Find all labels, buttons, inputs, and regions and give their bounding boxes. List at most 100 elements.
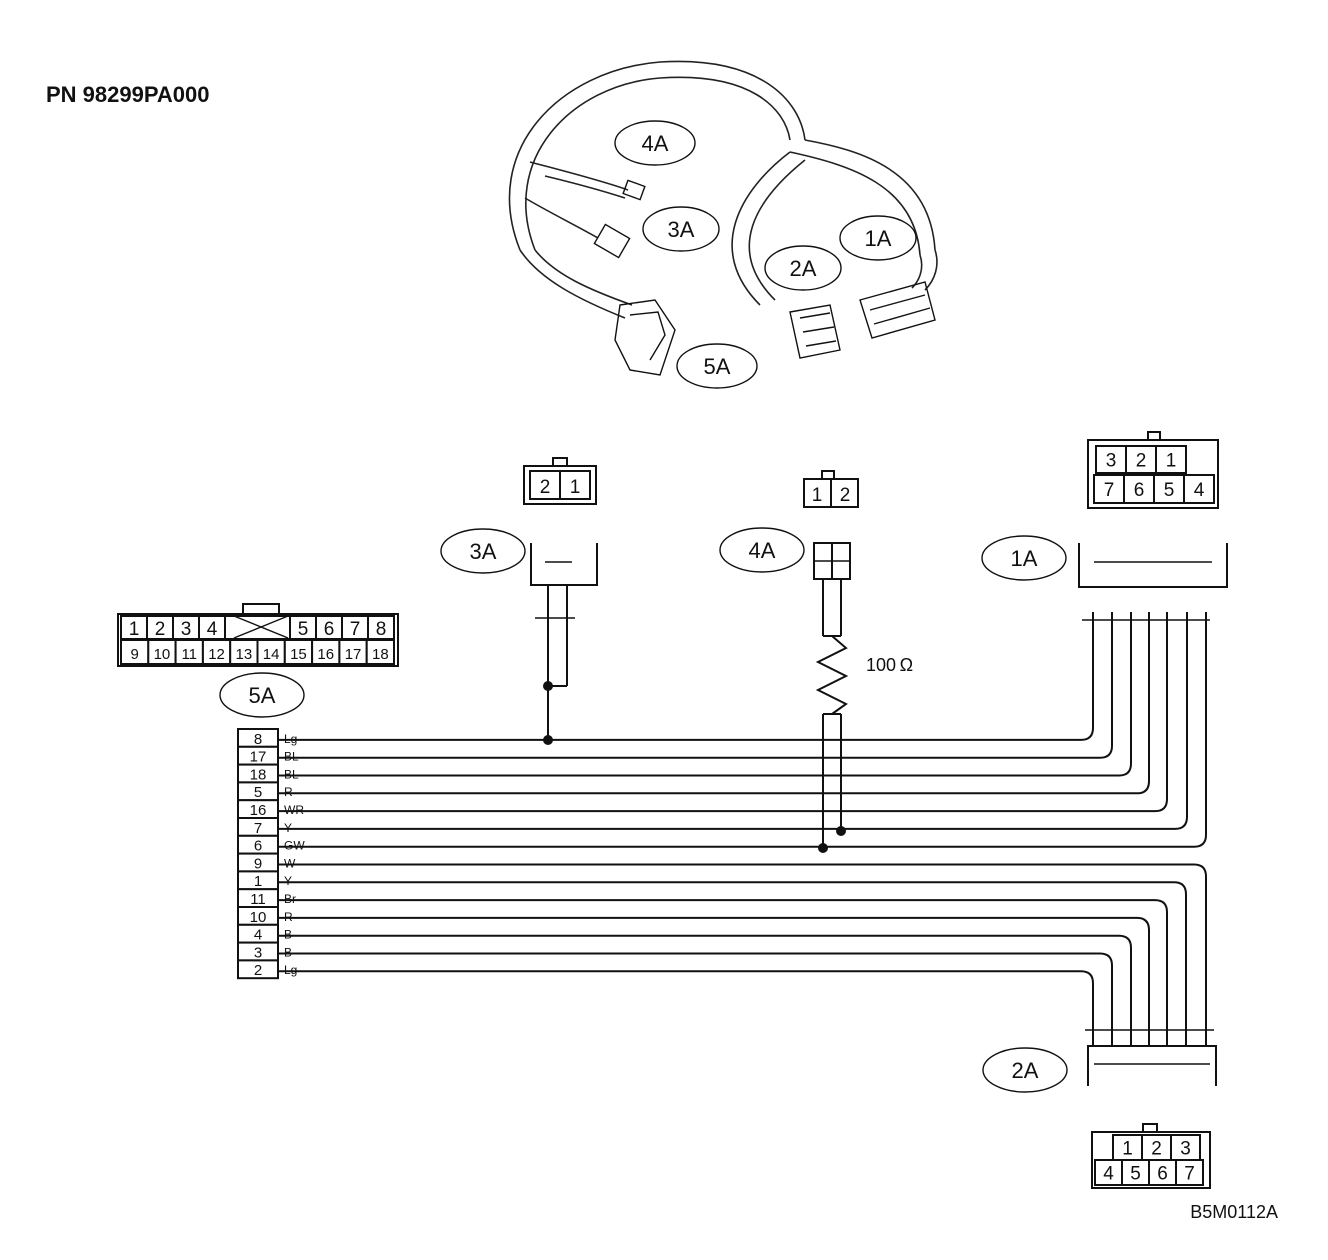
- connector-5a-pin: 9: [130, 646, 138, 663]
- connector-5a-column-pin: 16: [250, 802, 267, 819]
- connector-5a-pin: 6: [324, 619, 335, 640]
- wire-bundle: [278, 612, 1207, 1046]
- schematic-label-1a: 1A: [1011, 546, 1038, 571]
- wire-code: R: [284, 910, 293, 924]
- connector-2a-schematic: [1085, 1029, 1217, 1086]
- wire-code: R: [284, 785, 293, 799]
- connector-5a-pin: 1: [129, 619, 140, 640]
- schematic-label-3a: 3A: [470, 539, 497, 564]
- connector-1a-cell: [1125, 445, 1157, 474]
- connector-4a-pin: 2: [840, 485, 851, 506]
- connector-5a-column-pin: 6: [254, 838, 262, 855]
- connector-1a-cell: [1095, 445, 1127, 474]
- connector-5a-pin: 15: [290, 646, 307, 663]
- connector-5a-pin: 5: [298, 619, 309, 640]
- connector-1a-pin: 6: [1134, 480, 1145, 501]
- connector-2a-pin: 1: [1122, 1139, 1133, 1160]
- connector-5a-column-pin: 9: [254, 855, 262, 872]
- connector-5a-cell: [256, 639, 286, 665]
- connector-5a-column-pin: 17: [250, 749, 267, 766]
- connector-5a-pin: 7: [350, 619, 361, 640]
- connector-5a-pin: 17: [345, 646, 362, 663]
- connector-1a-pin: 2: [1136, 451, 1147, 472]
- connector-5a-column-pin: 1: [254, 873, 262, 890]
- resistor-symbol: [815, 635, 849, 715]
- wire-code: BL: [284, 767, 299, 781]
- connector-5a-pin: 2: [155, 619, 166, 640]
- harness-label-3a: 3A: [668, 217, 695, 242]
- connector-1a-cell: [1155, 445, 1187, 474]
- harness-label-4a: 4A: [642, 131, 669, 156]
- connector-5a-pin: 4: [207, 619, 218, 640]
- connector-4a-pin: 1: [812, 485, 823, 506]
- connector-5a-column-pin: 7: [254, 820, 262, 837]
- wire: [278, 612, 1150, 795]
- connector-5a-pin: 11: [181, 646, 197, 663]
- connector-5a-pin: 10: [154, 646, 171, 663]
- connector-3a-pin: 2: [540, 477, 551, 498]
- wire: [278, 863, 1207, 1046]
- connector-3a-face: 2 1: [523, 457, 597, 505]
- connector-5a-column-pin: 10: [250, 909, 267, 926]
- connector-4a-face: 1 2: [803, 470, 859, 508]
- connector-1a-pin: 4: [1194, 480, 1205, 501]
- drawing-code: B5M0112A: [1190, 1202, 1278, 1222]
- connector-2a-pin: 7: [1184, 1164, 1195, 1185]
- wire-code: WR: [284, 803, 304, 817]
- wire: [278, 612, 1188, 830]
- connector-5a-column-pin: 2: [254, 962, 262, 979]
- wire-code: BL: [284, 750, 299, 764]
- connector-1a-schematic: [1078, 543, 1228, 621]
- schematic-label-2a: 2A: [1012, 1058, 1039, 1083]
- wire: [278, 881, 1187, 1046]
- connector-5a-pin: 8: [376, 619, 387, 640]
- connector-5a-column-pin: 5: [254, 784, 262, 801]
- part-number: PN 98299PA000: [46, 82, 210, 107]
- wire-code: Lg: [284, 963, 297, 977]
- connector-5a-column-pin: 8: [254, 731, 262, 748]
- connector-5a-column-pin: 4: [254, 927, 262, 944]
- connector-1a-pin: 7: [1104, 480, 1115, 501]
- wire: [278, 612, 1168, 813]
- harness-illustration: 4A 3A 1A 2A 5A: [508, 60, 938, 389]
- connector-1a-cell: [1183, 474, 1215, 504]
- connector-5a-cell: [365, 639, 396, 665]
- wire: [278, 952, 1113, 1046]
- connector-1a-cell: [1123, 474, 1155, 504]
- connector-2a-cell: [1175, 1159, 1204, 1186]
- connector-4a-schematic: [813, 542, 851, 853]
- connector-1a-cell: [1093, 474, 1125, 504]
- wire-code: B: [284, 928, 292, 942]
- connector-2a-pin: 4: [1103, 1164, 1114, 1185]
- wire: [278, 899, 1168, 1046]
- harness-label-2a: 2A: [790, 256, 817, 281]
- wire-code: Br: [284, 892, 296, 906]
- wire-code: Y: [284, 874, 292, 888]
- connector-5a-pin: 16: [317, 646, 334, 663]
- wire-code: W: [284, 856, 296, 870]
- connector-2a-cell: [1121, 1159, 1150, 1186]
- wire-code: Lg: [284, 732, 297, 746]
- connector-2a-pin: 3: [1180, 1139, 1191, 1160]
- wire: [278, 916, 1150, 1046]
- connector-5a-pin: 18: [372, 646, 389, 663]
- wire: [278, 612, 1132, 777]
- connector-5a-pin: 14: [263, 646, 280, 663]
- wire: [278, 612, 1113, 759]
- connector-1a-pin: 3: [1106, 451, 1117, 472]
- connector-5a-column-pin: 18: [250, 766, 267, 783]
- connector-5a-column-cell: [237, 959, 279, 980]
- connector-5a-pin: 3: [181, 619, 192, 640]
- wire-code: Y: [284, 821, 292, 835]
- connector-1a-cell: [1153, 474, 1185, 504]
- schematic-label-5a: 5A: [249, 683, 276, 708]
- connector-5a-cell: [120, 639, 150, 665]
- connector-3a-schematic: [530, 543, 598, 745]
- harness-label-1a: 1A: [865, 226, 892, 251]
- wire-code: B: [284, 945, 292, 959]
- wire: [278, 612, 1094, 741]
